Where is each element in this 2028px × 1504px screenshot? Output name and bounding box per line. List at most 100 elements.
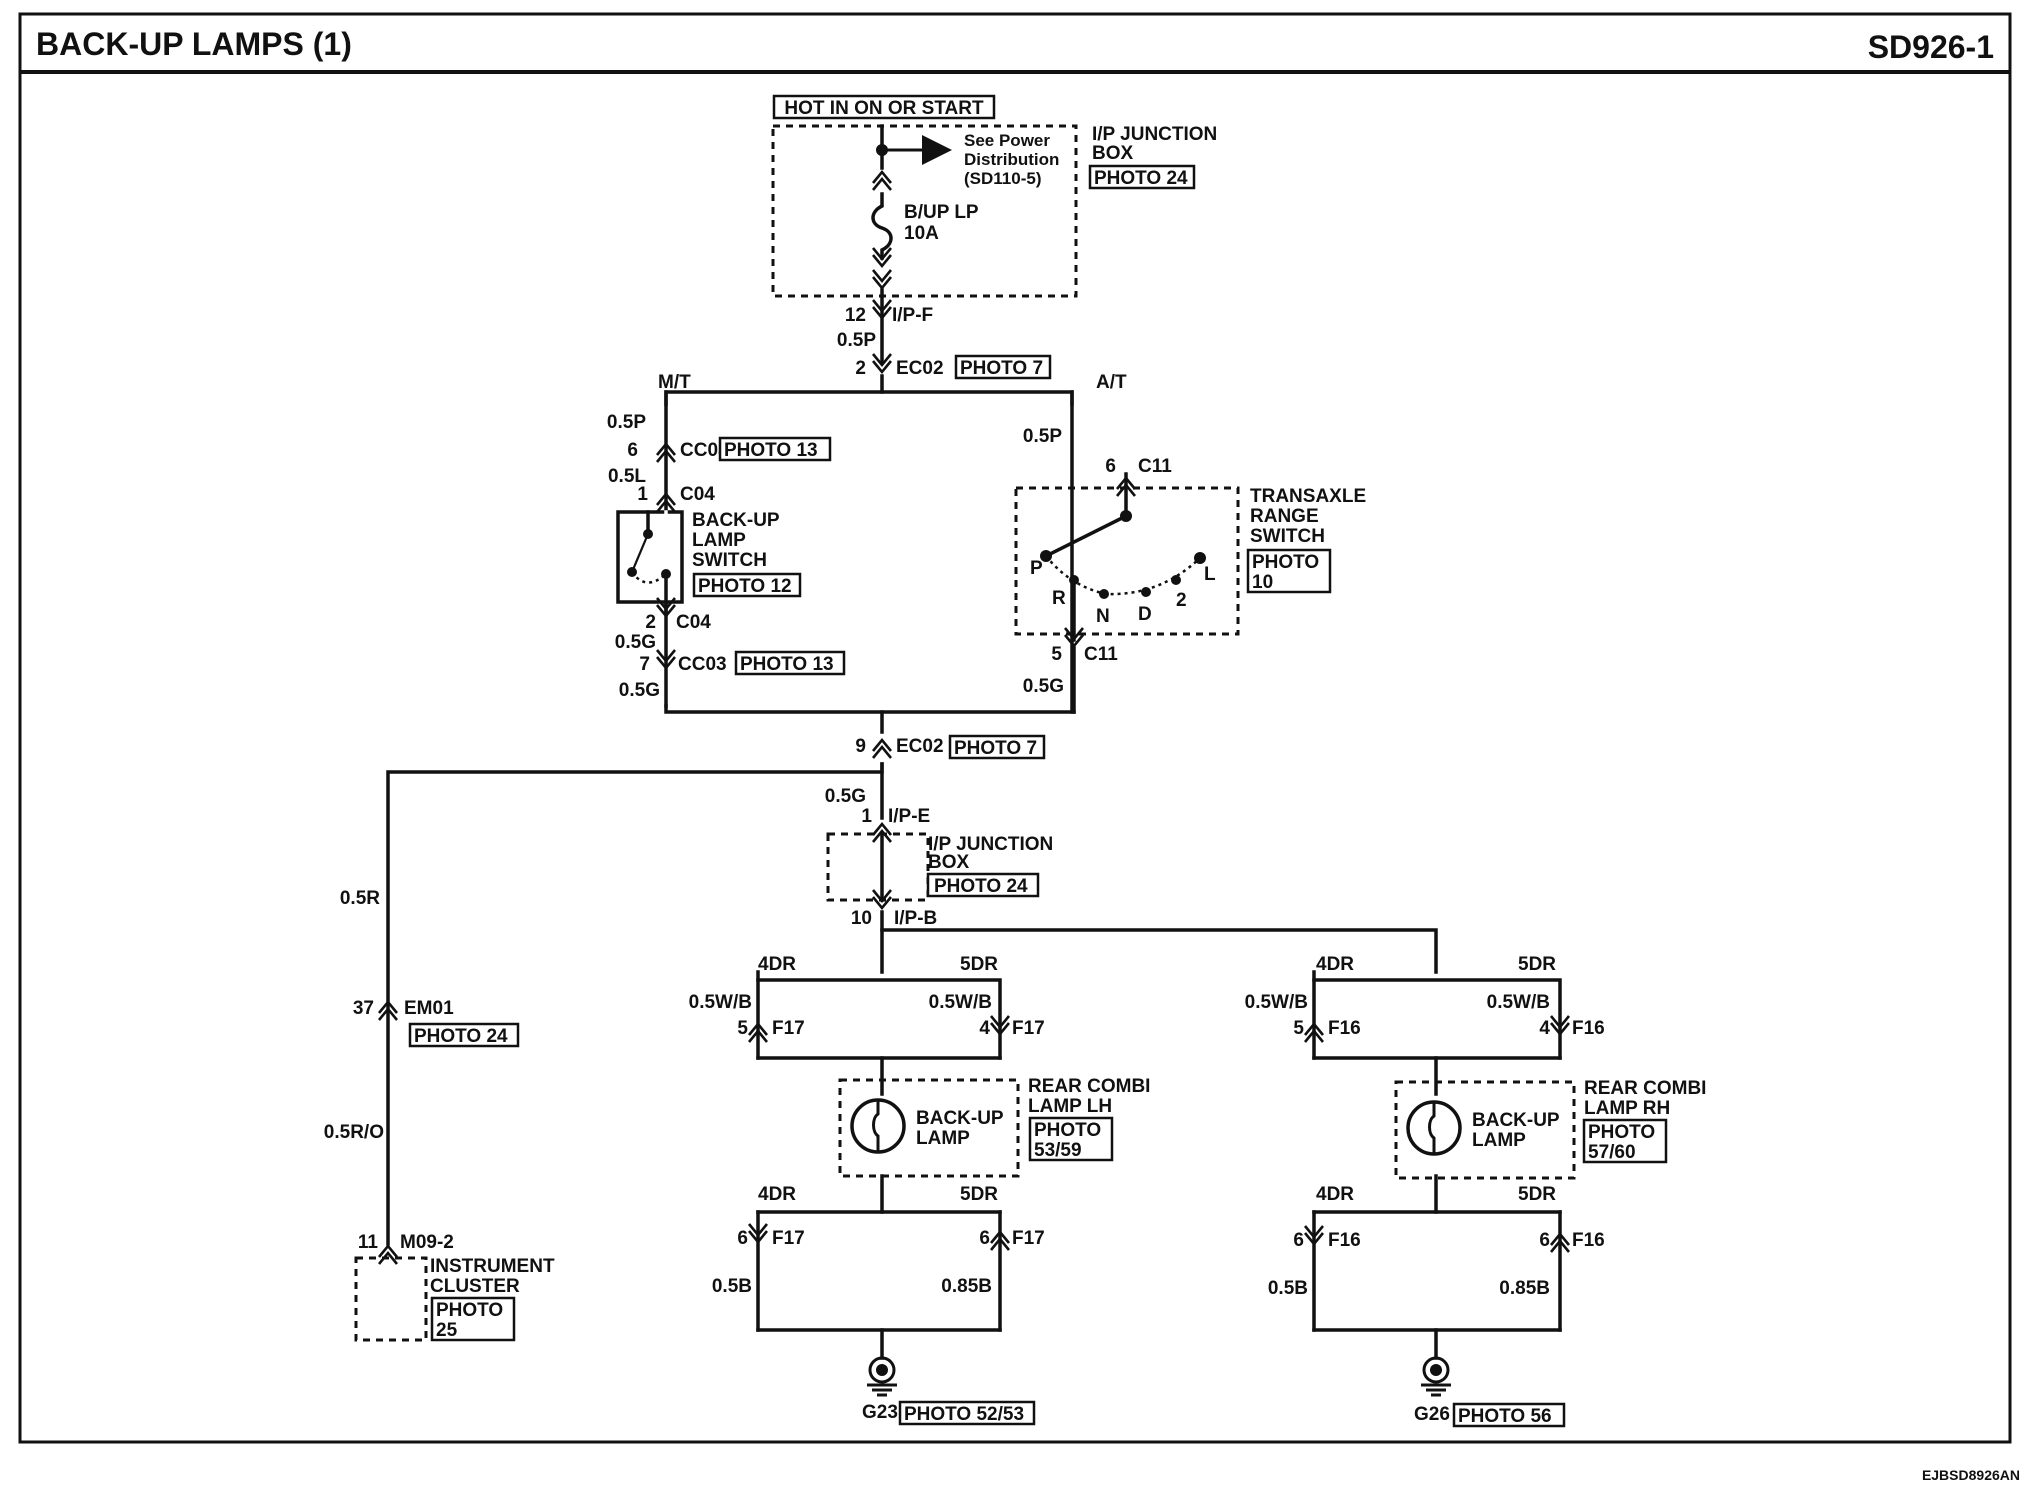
ec02-bot-pin: 9 — [855, 736, 866, 757]
lh-conn-left-bot: F17 — [772, 1228, 805, 1249]
lh-name-1: REAR COMBI — [1028, 1076, 1150, 1097]
lower-junction-1: I/P JUNCTION — [928, 834, 1053, 855]
lh-wire-left-bot: 0.5B — [712, 1276, 752, 1297]
rh-variant-right-bot: 5DR — [1518, 1184, 1556, 1205]
ipb-pin: 10 — [851, 908, 872, 929]
branch-to-at — [880, 390, 1074, 406]
fuse-connector-bottom-2 — [871, 268, 893, 290]
rh-lamp-1: BACK-UP — [1472, 1110, 1560, 1131]
lh-pin-right-bot: 6 — [979, 1228, 990, 1249]
lh-conn-right-bot: F17 — [1012, 1228, 1045, 1249]
rh-pin-left-bot: 6 — [1293, 1230, 1304, 1251]
join-bus — [664, 704, 1076, 714]
at-label: A/T — [1096, 372, 1127, 393]
lh-photo-box — [1028, 1116, 1114, 1162]
switch-contact — [630, 533, 650, 573]
rh-conn-left-top: F16 — [1328, 1018, 1361, 1039]
lh-conn-right-top: F17 — [1012, 1018, 1045, 1039]
mt-wire-bottom: 0.5G — [619, 680, 660, 701]
ec02-bot-photo-box — [948, 734, 1046, 760]
cc03-top-pin: 6 — [627, 440, 638, 461]
rh-variant-right: 5DR — [1518, 954, 1556, 975]
rh-wire-right-top: 0.5W/B — [1487, 992, 1550, 1013]
rh-pin-right-bot: 6 — [1539, 1230, 1550, 1251]
instrument-cluster-box — [354, 1256, 428, 1342]
page-code: SD926-1 — [1868, 29, 1994, 65]
lh-variant-left: 4DR — [758, 954, 796, 975]
cc03-bot-name: CC03 — [678, 654, 727, 675]
lh-lamp-1: BACK-UP — [916, 1108, 1004, 1129]
rh-photo-box — [1582, 1118, 1668, 1164]
ip-junction-box-top — [771, 124, 1078, 298]
cc03-top-name: CC03 — [680, 440, 729, 461]
ipe-pin: 1 — [861, 806, 872, 827]
ipb-name: I/P-B — [894, 908, 937, 929]
em01-photo-box — [408, 1022, 520, 1048]
fuse-label-2: 10A — [904, 223, 939, 244]
cluster-name-1: INSTRUMENT — [430, 1256, 555, 1277]
rear-combi-lamp-lh-circuit — [756, 970, 1002, 1360]
range-name-3: SWITCH — [1250, 526, 1325, 547]
rh-pin-right-top: 4 — [1539, 1018, 1550, 1039]
m09-name: M09-2 — [400, 1232, 454, 1253]
mt-label: M/T — [658, 372, 691, 393]
switch-photo-box — [692, 572, 802, 598]
ground-g23-icon — [865, 1356, 899, 1397]
pos-d: D — [1138, 604, 1152, 625]
ec02-bot-photo: PHOTO 7 — [954, 738, 1037, 759]
ec02-top-pin: 2 — [855, 358, 866, 379]
lh-pin-right-top: 4 — [979, 1018, 990, 1039]
rh-conn-right-bot: F16 — [1572, 1230, 1605, 1251]
rh-wire-left-top: 0.5W/B — [1245, 992, 1308, 1013]
pos-r: R — [1052, 588, 1066, 609]
page-frame — [18, 12, 2012, 1444]
at-wire-bottom: 0.5G — [1023, 676, 1064, 697]
mt-wire-lower: 0.5G — [615, 632, 656, 653]
image-code: EJBSD8926AN — [1922, 1467, 2020, 1483]
cc03-bot-pin: 7 — [639, 654, 650, 675]
ground-g26-icon — [1419, 1356, 1453, 1397]
cc03-bot-photo-box — [734, 650, 846, 676]
switch-photo: PHOTO 12 — [698, 576, 792, 597]
c11-top-name: C11 — [1138, 456, 1172, 477]
switch-name-3: SWITCH — [692, 550, 767, 571]
c11-top-pin: 6 — [1105, 456, 1116, 477]
fuse-symbol — [871, 192, 893, 260]
rh-wire-right-bot: 0.85B — [1499, 1278, 1550, 1299]
ip-junction-photo: PHOTO 24 — [1094, 168, 1188, 189]
lh-wire-left-top: 0.5W/B — [689, 992, 752, 1013]
at-wire-top: 0.5P — [1023, 426, 1062, 447]
fuse-label-1: B/UP LP — [904, 202, 979, 223]
cc03-top-photo-box — [718, 436, 832, 462]
lower-junction-2: BOX — [928, 852, 970, 873]
branch-to-mt — [664, 374, 884, 406]
cluster-photo-box — [430, 1296, 516, 1342]
lh-pin-left-top: 5 — [737, 1018, 748, 1039]
lh-variant-right-bot: 5DR — [960, 1184, 998, 1205]
lower-junction-photo-box — [926, 872, 1040, 898]
ec02-top-name: EC02 — [896, 358, 944, 379]
range-name-2: RANGE — [1250, 506, 1319, 527]
lower-wire: 0.5G — [825, 786, 866, 807]
hot-in-on-or-start-box: HOT IN ON OR START — [772, 94, 996, 120]
range-switch-arm — [1043, 513, 1129, 559]
c04-top-name: C04 — [680, 484, 715, 505]
ground-g23: G23 — [862, 1402, 898, 1423]
c04-bot-pin: 2 — [645, 612, 656, 633]
ip-junction-label-2: BOX — [1092, 143, 1134, 164]
lower-junction-photo: PHOTO 24 — [934, 876, 1028, 897]
ground-g26-photo-box — [1452, 1402, 1566, 1428]
c04-bot-name: C04 — [676, 612, 711, 633]
mt-wire-mid: 0.5L — [608, 466, 646, 487]
switch-name-1: BACK-UP — [692, 510, 780, 531]
rh-conn-right-top: F16 — [1572, 1018, 1605, 1039]
range-photo-1: PHOTO — [1252, 552, 1319, 573]
ground-g26: G26 — [1414, 1404, 1450, 1425]
ipe-name: I/P-E — [888, 806, 930, 827]
pos-2: 2 — [1176, 590, 1187, 611]
pos-n: N — [1096, 606, 1110, 627]
m09-pin: 11 — [358, 1232, 379, 1253]
backup-lamp-switch-box — [616, 510, 684, 604]
rh-name-2: LAMP RH — [1584, 1098, 1670, 1119]
